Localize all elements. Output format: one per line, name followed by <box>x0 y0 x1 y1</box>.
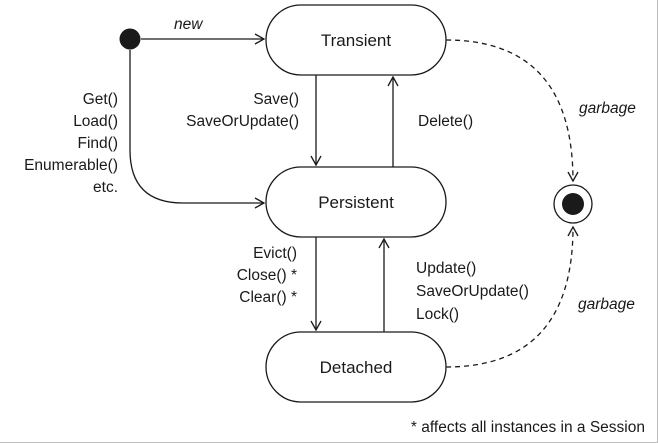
update-save-or-update-label: SaveOrUpdate() <box>416 283 529 300</box>
final-state <box>553 184 593 224</box>
get-load-transition-arrow <box>129 50 266 209</box>
save-or-update-label: SaveOrUpdate() <box>186 113 299 130</box>
load-label: Load() <box>73 113 118 130</box>
get-label: Get() <box>83 91 118 108</box>
etc-label: etc. <box>93 179 118 196</box>
state-persistent: Persistent <box>265 166 447 238</box>
persistent-label: Persistent <box>318 193 394 212</box>
clear-label: Clear() * <box>239 289 297 306</box>
new-label: new <box>174 16 204 33</box>
state-transient: Transient <box>265 4 447 76</box>
enumerable-label: Enumerable() <box>24 157 118 174</box>
persistent-node <box>265 166 447 238</box>
get-load-label-group: Get() Load() Find() Enumerable() etc. <box>24 91 118 196</box>
final-state-dot <box>562 193 584 215</box>
find-label: Find() <box>78 135 118 152</box>
garbage-bottom-arrow <box>445 225 579 368</box>
state-detached: Detached <box>265 331 447 403</box>
initial-state <box>119 28 141 50</box>
footnote: * affects all instances in a Session <box>411 419 645 436</box>
transient-label: Transient <box>321 31 392 50</box>
close-label: Close() * <box>237 267 297 284</box>
garbage-top-arrow <box>445 39 579 183</box>
evict-label: Evict() <box>253 245 297 262</box>
detached-label: Detached <box>320 358 393 377</box>
save-label-group: Save() SaveOrUpdate() <box>186 91 299 130</box>
update-label: Update() <box>416 260 476 277</box>
lock-label: Lock() <box>416 306 459 323</box>
save-label: Save() <box>253 91 299 108</box>
delete-label: Delete() <box>418 113 473 130</box>
update-label-group: Update() SaveOrUpdate() Lock() <box>416 260 529 323</box>
garbage-top-label: garbage <box>579 100 636 117</box>
garbage-bottom-label: garbage <box>578 296 635 313</box>
evict-label-group: Evict() Close() * Clear() * <box>237 245 297 306</box>
